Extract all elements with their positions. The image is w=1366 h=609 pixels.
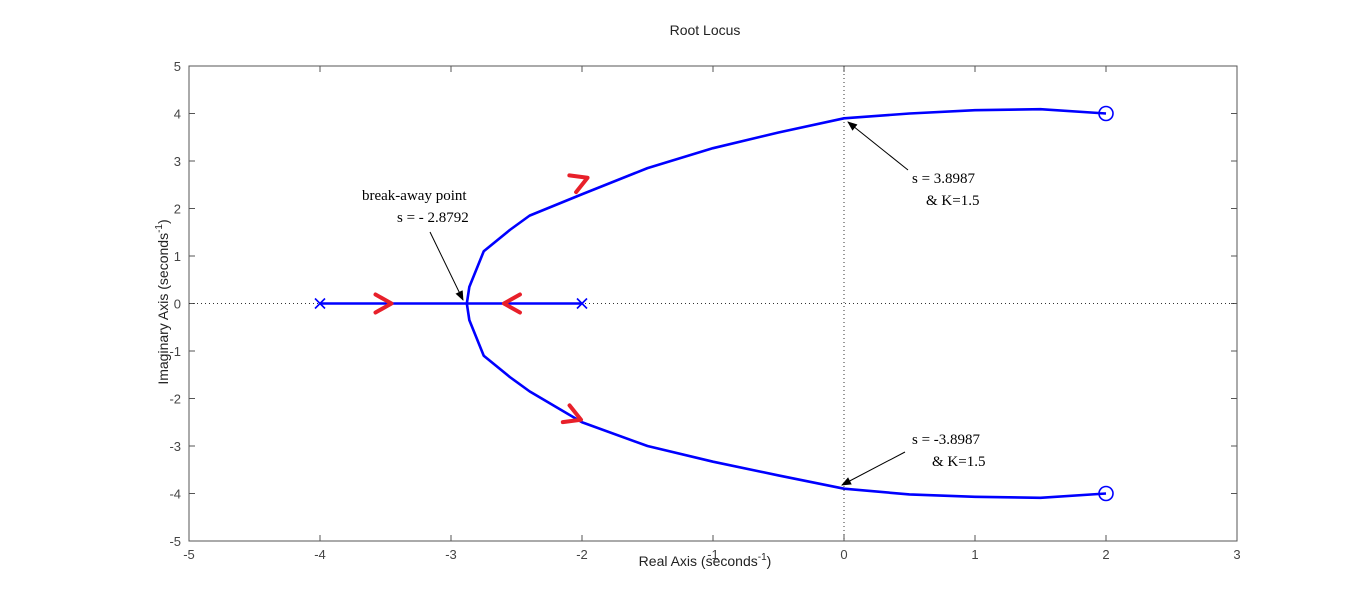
zero-marker: [1098, 105, 1114, 122]
x-tick-label: 2: [1102, 547, 1109, 562]
direction-arrow: [373, 292, 394, 315]
annotation-text: & K=1.5: [932, 454, 985, 470]
y-tick-label: 2: [174, 202, 181, 217]
y-tick-label: -1: [169, 344, 181, 359]
y-tick-label: 5: [174, 59, 181, 74]
annotation-text: s = - 2.8792: [397, 210, 469, 226]
x-tick-label: 1: [971, 547, 978, 562]
locus-branches: [320, 107, 1107, 500]
annotation-arrow: [429, 231, 464, 301]
direction-arrow: [560, 403, 584, 425]
annotation-arrow: [847, 121, 909, 171]
annotation: s = -3.8987 & K=1.5: [841, 432, 985, 486]
x-tick-label: -5: [183, 547, 195, 562]
y-tick-label: 1: [174, 249, 181, 264]
x-tick-label: -3: [445, 547, 457, 562]
y-axis-label: Imaginary Axis (seconds-1): [154, 219, 171, 384]
x-ticks: -5 -4 -3 -2 -1 0 1 2 3: [183, 66, 1241, 562]
x-tick-label: 3: [1233, 547, 1240, 562]
locus-branch-3: [465, 107, 1107, 304]
annotation: s = 3.8987 & K=1.5: [847, 121, 979, 209]
y-tick-label: 0: [174, 297, 181, 312]
chart-title: Root Locus: [670, 22, 741, 38]
annotations: break-away point s = - 2.8792 s = 3.8987 & …: [362, 121, 985, 486]
annotation-arrow: [841, 451, 906, 486]
y-tick-label: 4: [174, 107, 181, 122]
annotation: break-away point s = - 2.8792: [362, 188, 469, 301]
x-tick-label: -2: [576, 547, 588, 562]
y-tick-label: -2: [169, 392, 181, 407]
pole-marker: [314, 297, 326, 310]
locus-branch-4: [465, 303, 1107, 500]
x-tick-label: 0: [840, 547, 847, 562]
y-ticks: -5 -4 -3 -2 -1 0 1 2 3 4 5: [169, 59, 1237, 549]
y-tick-label: -3: [169, 439, 181, 454]
x-tick-label: -1: [707, 547, 719, 562]
y-tick-label: 3: [174, 154, 181, 169]
pole-x-stroke: [314, 297, 326, 310]
pole-x-stroke: [576, 297, 588, 310]
x-tick-label: -4: [314, 547, 326, 562]
zero-lines: [189, 66, 1237, 541]
annotation-text: s = 3.8987: [912, 171, 976, 187]
pole-marker: [576, 297, 588, 310]
annotation-text: & K=1.5: [926, 193, 979, 209]
y-tick-label: -5: [169, 534, 181, 549]
direction-arrows: [373, 173, 590, 425]
x-axis-label: Real Axis (seconds-1): [639, 552, 772, 569]
y-tick-label: -4: [169, 487, 181, 502]
annotation-text: s = -3.8987: [912, 432, 981, 448]
annotation-text: break-away point: [362, 188, 467, 204]
zero-marker: [1098, 485, 1114, 502]
direction-arrow: [567, 173, 590, 195]
pole-zero-markers: [314, 105, 1114, 502]
direction-arrow: [501, 292, 522, 315]
